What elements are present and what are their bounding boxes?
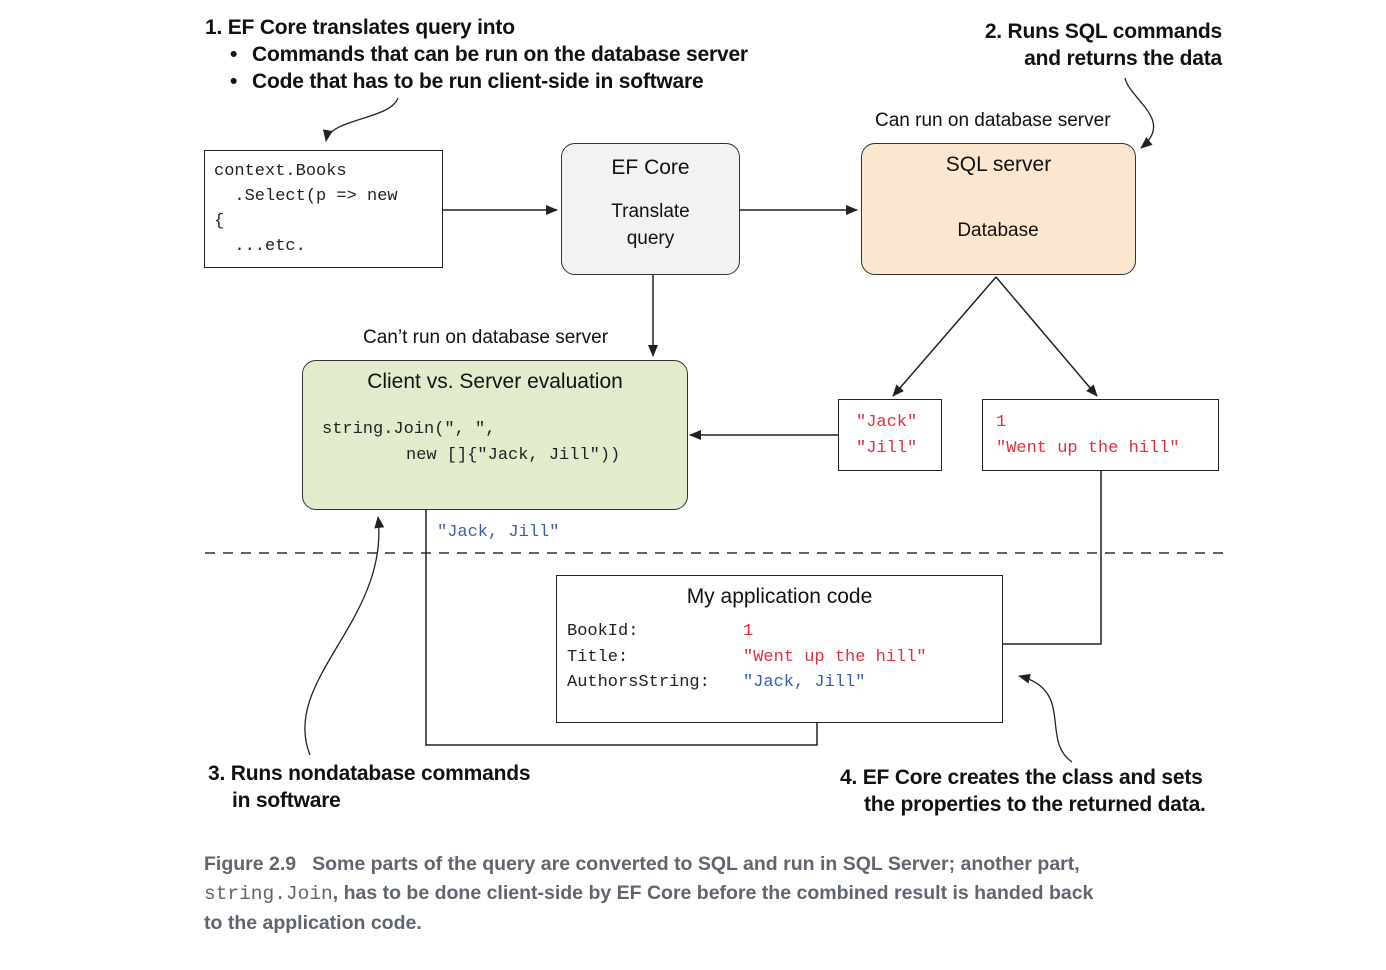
ef-core-title: EF Core	[611, 156, 690, 179]
step2-annotation: 2. Runs SQL commands and returns the dat…	[960, 18, 1222, 72]
ef-core-subtitle: Translate query	[562, 198, 739, 252]
sql-server-box: SQL server	[861, 143, 1136, 275]
step3-line1: 3. Runs nondatabase commands	[208, 762, 531, 785]
query-code: context.Books .Select(p => new { ...etc.	[214, 159, 398, 259]
book-result-line: "Went up the hill"	[996, 439, 1180, 458]
callout-step3	[304, 516, 385, 756]
app-code-title: My application code	[686, 585, 873, 608]
step1-annotation: 1. EF Core translates query into Command…	[205, 14, 748, 95]
prop-value-authors: "Jack, Jill"	[743, 673, 866, 692]
caption-text: , has to be done client-side by EF Core …	[332, 882, 1094, 904]
figure-caption: Figure 2.9 Some parts of the query are co…	[204, 850, 1264, 938]
caption-line2: string.Join, has to be done client-side …	[204, 879, 1264, 909]
client-eval-caption: Can’t run on database server	[363, 327, 609, 348]
step3-line2: in software	[232, 789, 341, 812]
ef-core-box: EF Core Translate query	[561, 143, 740, 275]
code-line: context.Books	[214, 162, 347, 181]
client-eval-code-line2: new []{"Jack, Jill"))	[406, 446, 621, 465]
query-code-box: context.Books .Select(p => new { ...etc.	[204, 150, 443, 268]
caption-code: string.Join	[204, 883, 333, 905]
sql-server-caption: Can run on database server	[875, 110, 1111, 131]
prop-value-bookid: 1	[743, 622, 754, 641]
step2-line2: and returns the data	[1024, 47, 1222, 70]
step2-line1: 2. Runs SQL commands	[984, 20, 1222, 43]
callout-step2	[1124, 77, 1155, 149]
book-result-box: 1 "Went up the hill"	[982, 399, 1219, 471]
database-label: Database	[957, 220, 1039, 241]
step4-line2: the properties to the returned data.	[864, 793, 1206, 816]
caption-line3: to the application code.	[204, 912, 422, 934]
arrow-sql-to-names	[892, 276, 997, 397]
code-line: {	[214, 212, 225, 231]
names-result-line: "Jack"	[856, 413, 918, 432]
callout-step1	[322, 97, 399, 142]
app-code-box: My application code	[556, 575, 1003, 723]
ef-core-sub-line: query	[626, 228, 675, 249]
caption-text: Some parts of the query are converted to…	[312, 853, 1080, 875]
step4-line1: 4. EF Core creates the class and sets	[840, 766, 1203, 789]
joined-result: "Jack, Jill"	[437, 523, 560, 542]
prop-name-bookid: BookId:	[567, 622, 639, 641]
names-result-box: "Jack" "Jill"	[838, 399, 942, 471]
sql-server-title: SQL server	[945, 153, 1052, 176]
code-line: .Select(p => new	[214, 187, 398, 206]
step1-bullet-list: Commands that can be run on the database…	[205, 41, 748, 95]
arrow-sql-to-book	[995, 276, 1098, 397]
step1-bullet: Code that has to be run client-side in s…	[228, 68, 748, 95]
step3-annotation: 3. Runs nondatabase commands in software	[208, 760, 531, 814]
prop-value-title: "Went up the hill"	[743, 648, 927, 667]
caption-line1: Figure 2.9 Some parts of the query are co…	[204, 850, 1264, 879]
figure-number: Figure 2.9	[204, 853, 297, 875]
code-line: ...etc.	[214, 237, 306, 256]
client-eval-title: Client vs. Server evaluation	[367, 370, 623, 393]
client-eval-code-line1: string.Join(", ",	[322, 420, 496, 439]
step1-heading: 1. EF Core translates query into	[205, 16, 515, 39]
prop-name-authors: AuthorsString:	[567, 673, 710, 692]
book-result-line: 1	[996, 413, 1007, 432]
arrow-book-to-app	[977, 471, 1102, 649]
callout-step4	[1018, 673, 1073, 763]
step4-annotation: 4. EF Core creates the class and sets th…	[840, 764, 1206, 818]
prop-name-title: Title:	[567, 648, 629, 667]
ef-core-sub-line: Translate	[611, 201, 690, 222]
names-result-line: "Jill"	[856, 439, 918, 458]
step1-bullet: Commands that can be run on the database…	[228, 41, 748, 68]
arrow-client-to-app	[425, 509, 822, 746]
client-eval-box: Client vs. Server evaluation string.Join…	[302, 360, 688, 510]
